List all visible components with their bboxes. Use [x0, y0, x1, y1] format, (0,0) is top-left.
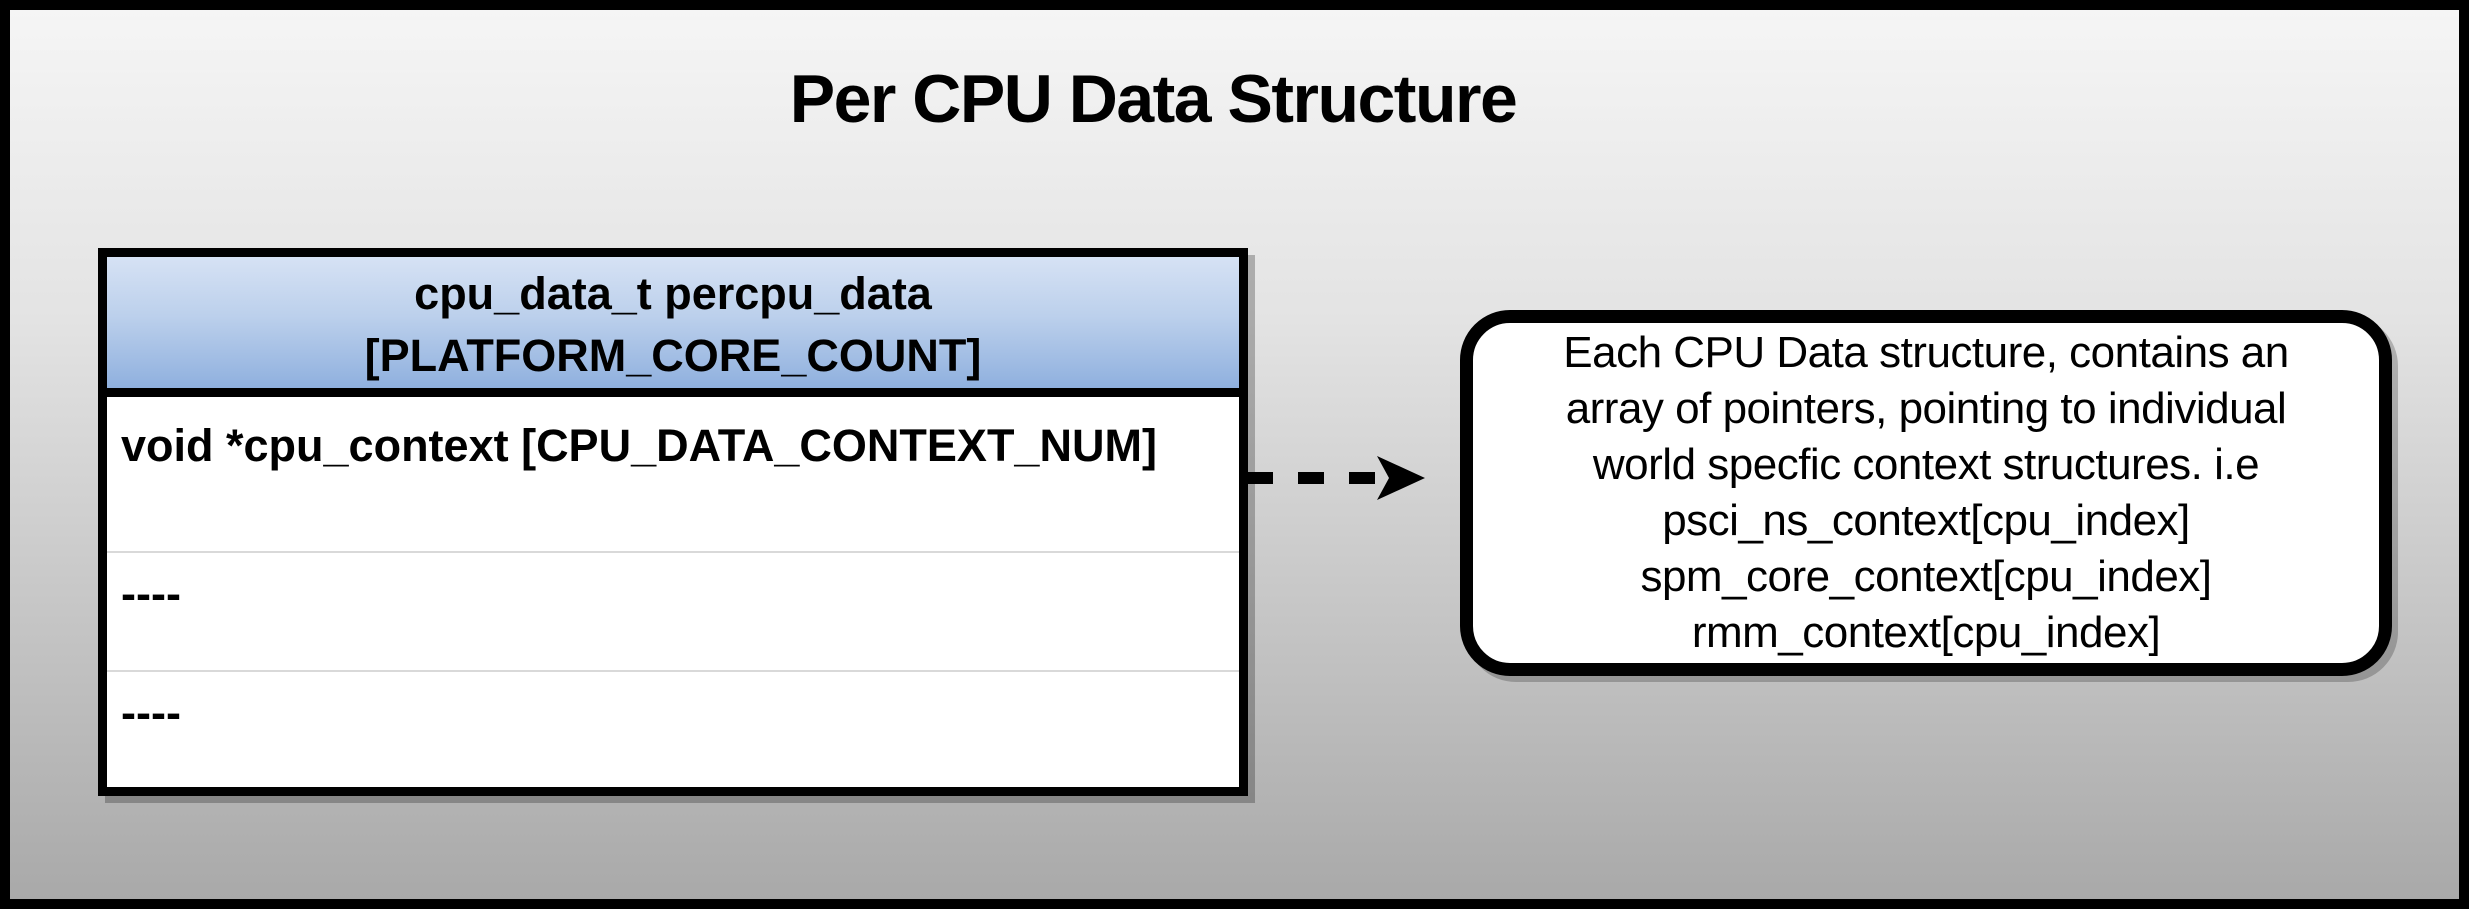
table-header: cpu_data_t percpu_data [PLATFORM_CORE_CO… [107, 257, 1239, 397]
callout-line-4: psci_ns_context[cpu_index] [1662, 496, 2190, 545]
callout-box: Each CPU Data structure, contains an arr… [1460, 310, 2392, 676]
callout-line-2: array of pointers, pointing to individua… [1565, 384, 2287, 433]
arrowhead-icon [1377, 456, 1425, 500]
table-row-cpu-context: void *cpu_context [CPU_DATA_CONTEXT_NUM] [107, 397, 1239, 553]
table-row-placeholder-2: ---- [121, 687, 181, 738]
callout-line-5: spm_core_context[cpu_index] [1640, 552, 2212, 601]
callout-line-1: Each CPU Data structure, contains an [1563, 328, 2289, 377]
callout-line-3: world specfic context structures. i.e [1592, 440, 2260, 489]
dashed-arrow [1247, 456, 1425, 500]
table-row-placeholder-1: ---- [107, 553, 1239, 672]
cpu-data-table: cpu_data_t percpu_data [PLATFORM_CORE_CO… [98, 248, 1248, 796]
callout-line-6: rmm_context[cpu_index] [1691, 608, 2161, 657]
table-header-line-2: [PLATFORM_CORE_COUNT] [364, 330, 982, 381]
diagram-title: Per CPU Data Structure [789, 61, 1518, 137]
table-header-line-1: cpu_data_t percpu_data [414, 268, 932, 319]
